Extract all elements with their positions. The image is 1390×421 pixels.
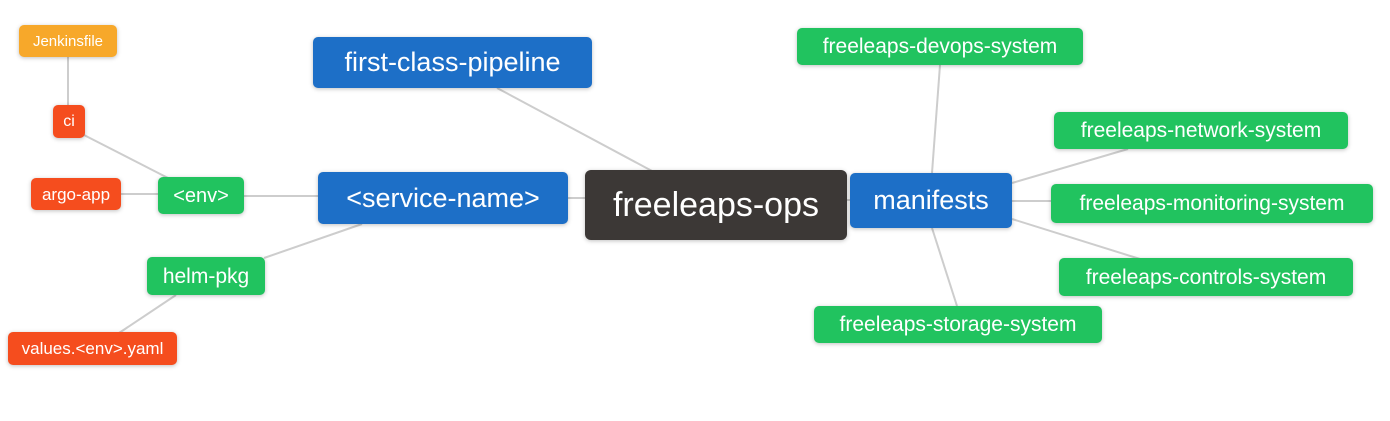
- edge-ci-env: [81, 133, 169, 179]
- node-values-env-yaml[interactable]: values.<env>.yaml: [8, 332, 177, 365]
- node-argo-app[interactable]: argo-app: [31, 178, 121, 210]
- node-helm-pkg[interactable]: helm-pkg: [147, 257, 265, 295]
- node-manifests[interactable]: manifests: [850, 173, 1012, 228]
- node-freeleaps-storage-system[interactable]: freeleaps-storage-system: [814, 306, 1102, 343]
- node-first-class-pipeline[interactable]: first-class-pipeline: [313, 37, 592, 88]
- node-freeleaps-controls-system[interactable]: freeleaps-controls-system: [1059, 258, 1353, 296]
- edge-manifests-storage: [931, 227, 958, 307]
- node-freeleaps-devops-system[interactable]: freeleaps-devops-system: [797, 28, 1083, 65]
- edge-helm-pkg-values: [118, 294, 177, 334]
- node-freeleaps-ops-root[interactable]: freeleaps-ops: [585, 170, 847, 240]
- edge-pipeline-ops: [496, 87, 653, 172]
- node-jenkinsfile[interactable]: Jenkinsfile: [19, 25, 117, 57]
- node-freeleaps-monitoring-system[interactable]: freeleaps-monitoring-system: [1051, 184, 1373, 223]
- node-freeleaps-network-system[interactable]: freeleaps-network-system: [1054, 112, 1348, 149]
- edge-manifests-controls: [1011, 218, 1141, 260]
- node-service-name[interactable]: <service-name>: [318, 172, 568, 224]
- node-ci[interactable]: ci: [53, 105, 85, 138]
- edge-manifests-devops: [931, 64, 941, 174]
- edge-manifests-network: [1011, 148, 1129, 184]
- edge-service-name-helm-pkg: [263, 223, 363, 259]
- node-env[interactable]: <env>: [158, 177, 244, 214]
